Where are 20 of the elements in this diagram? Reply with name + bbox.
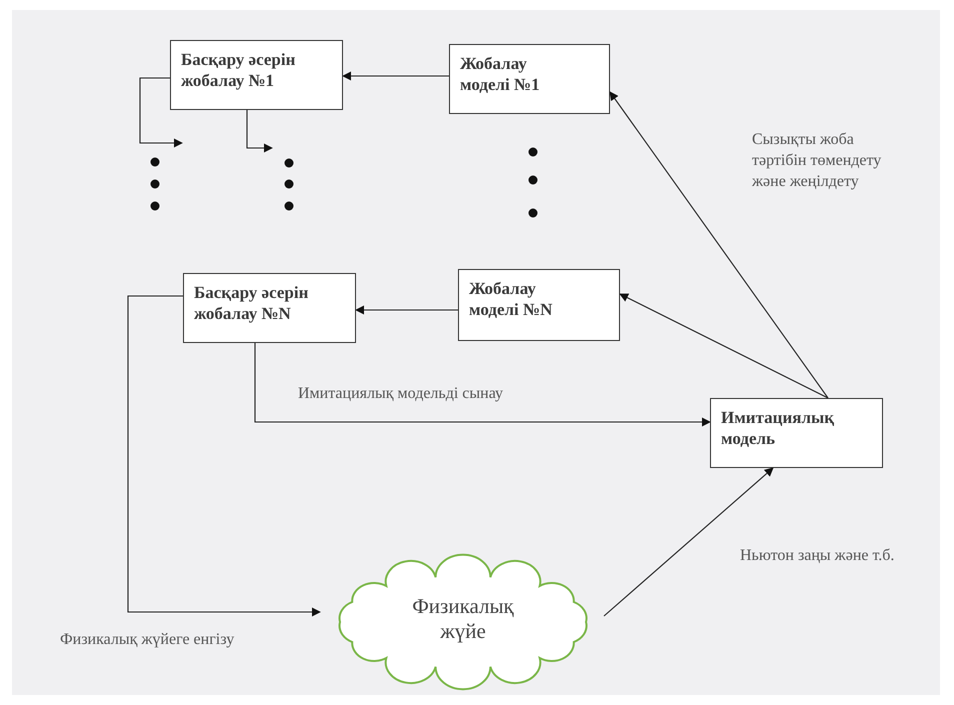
node-text: Физикалық жүйе <box>411 594 515 644</box>
node-text: Имитациялық модель <box>721 407 836 450</box>
node-text: Басқару әсерін жобалау №1 <box>181 49 296 92</box>
process-box <box>170 40 343 110</box>
node-text: Жобалау моделі №N <box>469 278 554 320</box>
arrow <box>127 295 321 616</box>
arrow <box>604 467 774 616</box>
arrow <box>246 110 273 152</box>
arrow <box>355 306 458 314</box>
arrow <box>342 72 449 80</box>
process-box <box>458 269 620 341</box>
process-box <box>449 44 610 114</box>
node-text: Жобалау моделі №1 <box>460 53 541 96</box>
arrow <box>609 91 828 398</box>
arrow <box>619 294 828 398</box>
node-text: Басқару әсерін жобалау №N <box>194 282 310 324</box>
arrow <box>254 343 711 426</box>
process-box <box>710 398 883 468</box>
arrow <box>139 77 183 148</box>
process-box <box>183 273 356 343</box>
